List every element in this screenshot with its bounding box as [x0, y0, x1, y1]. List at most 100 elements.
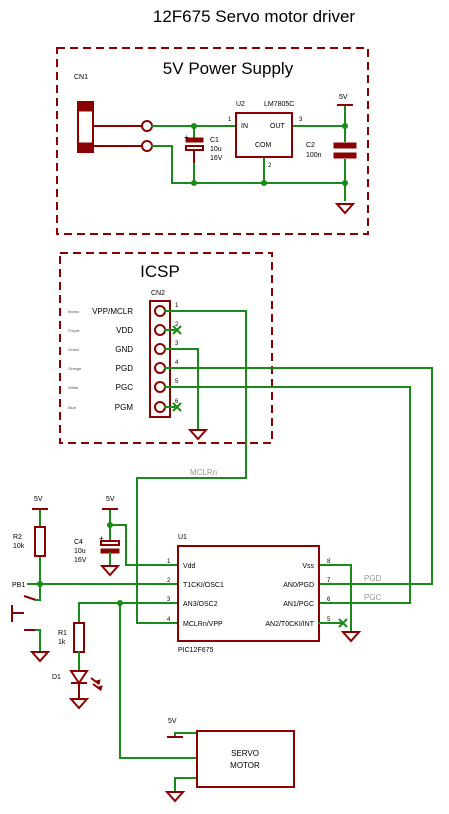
icsp-pin2-color: Purple: [68, 328, 80, 333]
servo-label-line1: SERVO: [231, 749, 259, 758]
icsp-pin1-color: Brown: [68, 309, 79, 314]
u1-microcontroller: [177, 545, 320, 642]
u1-pin4-num: 4: [167, 617, 171, 623]
c4-capacitor: +: [99, 524, 120, 567]
c1-capacitor: +: [184, 133, 204, 163]
icsp-pin5-name: PGC: [116, 383, 134, 392]
u1-pin1-num: 1: [167, 559, 171, 565]
servo-5v-label: 5V: [168, 718, 177, 725]
icsp-pin6-num: 6: [175, 399, 179, 405]
no-connect-x-u1-pin5: [318, 618, 348, 628]
ps-ground-symbol: [334, 203, 356, 215]
r1-ref: R1: [58, 630, 67, 637]
schematic-title: 12F675 Servo motor driver: [153, 7, 356, 26]
icsp-pin4-num: 4: [175, 360, 179, 366]
u1-pin7-num: 7: [327, 578, 331, 584]
net-label-pgc: PGC: [364, 593, 382, 602]
u1-part: PIC12F675: [178, 647, 214, 654]
pb1-ground-symbol: [29, 651, 51, 663]
icsp-box: [59, 252, 273, 444]
icsp-pin5-num: 5: [175, 379, 179, 385]
svg-text:+: +: [99, 534, 104, 543]
power-supply-section: 5V Power Supply CN1: [56, 47, 369, 235]
net-label-pgd: PGD: [364, 574, 382, 583]
u1-pin3-name: AN3/OSC2: [183, 601, 218, 608]
u2-ref: U2: [236, 101, 245, 108]
icsp-pin4-name: PGD: [116, 364, 134, 373]
icsp-pin3-name: GND: [115, 345, 133, 354]
icsp-pin6-name: PGM: [115, 403, 134, 412]
u1-pin6-num: 6: [327, 597, 331, 603]
u1-pin1-name: Vdd: [183, 563, 196, 570]
c1-voltage: 16V: [210, 155, 223, 162]
u1-pin8-name: Vss: [302, 563, 314, 570]
u2-pin2-num: 2: [268, 163, 272, 169]
no-connect-x-pin6: [172, 402, 182, 412]
d1-label: D1: [52, 674, 61, 681]
c4-5v-label: 5V: [106, 496, 115, 503]
icsp-pin3-color: Green: [68, 347, 79, 352]
u2-pin-in: IN: [241, 123, 248, 130]
c2-capacitor: [333, 142, 357, 159]
c4-value: 10u: [74, 548, 86, 555]
cn1-connector: [77, 101, 153, 153]
u2-regulator: [235, 112, 293, 158]
u1-vss-ground-symbol: [340, 631, 362, 643]
net-label-mclrn: MCLRn: [190, 468, 217, 477]
power-supply-title: 5V Power Supply: [163, 59, 294, 78]
c4-ground-symbol: [99, 565, 121, 577]
c1-ref: C1: [210, 137, 219, 144]
r1-value: 1k: [58, 639, 66, 646]
icsp-ground-symbol: [187, 429, 209, 441]
u1-pin7-name: AN0/PGD: [283, 582, 314, 589]
u1-pin5-name: AN2/T0CKI/INT: [265, 621, 314, 628]
icsp-pin1-num: 1: [175, 303, 179, 309]
u1-pin6-name: AN1/PGC: [283, 601, 314, 608]
servo-label-line2: MOTOR: [230, 761, 260, 770]
r2-resistor: [34, 526, 46, 557]
icsp-pin3-num: 3: [175, 341, 179, 347]
u2-pin1-num: 1: [228, 117, 232, 123]
c1-value: 10u: [210, 146, 222, 153]
u2-part: LM7805C: [264, 101, 294, 108]
no-connect-x-pin2: [172, 325, 182, 335]
pb1-label: PB1: [12, 582, 25, 589]
main-wires: [27, 310, 433, 793]
u1-pin4-name: MCLRn/VPP: [183, 621, 223, 628]
u1-pin2-name: T1CKI/OSC1: [183, 582, 224, 589]
r1-resistor: [73, 622, 85, 653]
cn2-pin-circles: [154, 305, 166, 413]
u2-pin-com: COM: [255, 142, 272, 149]
c4-ref: C4: [74, 539, 83, 546]
icsp-wires: [164, 310, 433, 429]
d1-ground-symbol: [68, 698, 90, 710]
d1-led: [69, 670, 103, 698]
svg-text:+: +: [184, 133, 189, 142]
ps-5v-label: 5V: [339, 94, 348, 101]
u1-ref: U1: [178, 534, 187, 541]
servo-motor-block: [196, 730, 295, 788]
icsp-pin2-name: VDD: [116, 326, 133, 335]
u1-pin3-num: 3: [167, 597, 171, 603]
cn2-label: CN2: [151, 290, 165, 297]
power-supply-box: [56, 47, 369, 235]
icsp-pin4-color: Orange: [68, 366, 82, 371]
c2-ref: C2: [306, 142, 315, 149]
u1-pin5-num: 5: [327, 617, 331, 623]
cn1-label: CN1: [74, 74, 88, 81]
c2-value: 100n: [306, 152, 322, 159]
u2-pin-out: OUT: [270, 123, 286, 130]
r2-ref: R2: [13, 534, 22, 541]
u2-pin3-num: 3: [299, 117, 303, 123]
pb1-pushbutton: [11, 595, 41, 653]
r2-value: 10k: [13, 543, 25, 550]
icsp-title: ICSP: [140, 262, 180, 281]
u1-pin2-num: 2: [167, 578, 171, 584]
servo-ground-symbol: [164, 791, 186, 803]
power-wires: [151, 104, 348, 201]
c4-voltage: 16V: [74, 557, 87, 564]
icsp-section: ICSP CN2 Brown Purple Green Orange White…: [59, 252, 433, 444]
u1-pin8-num: 8: [327, 559, 331, 565]
r2-5v-label: 5V: [34, 496, 43, 503]
